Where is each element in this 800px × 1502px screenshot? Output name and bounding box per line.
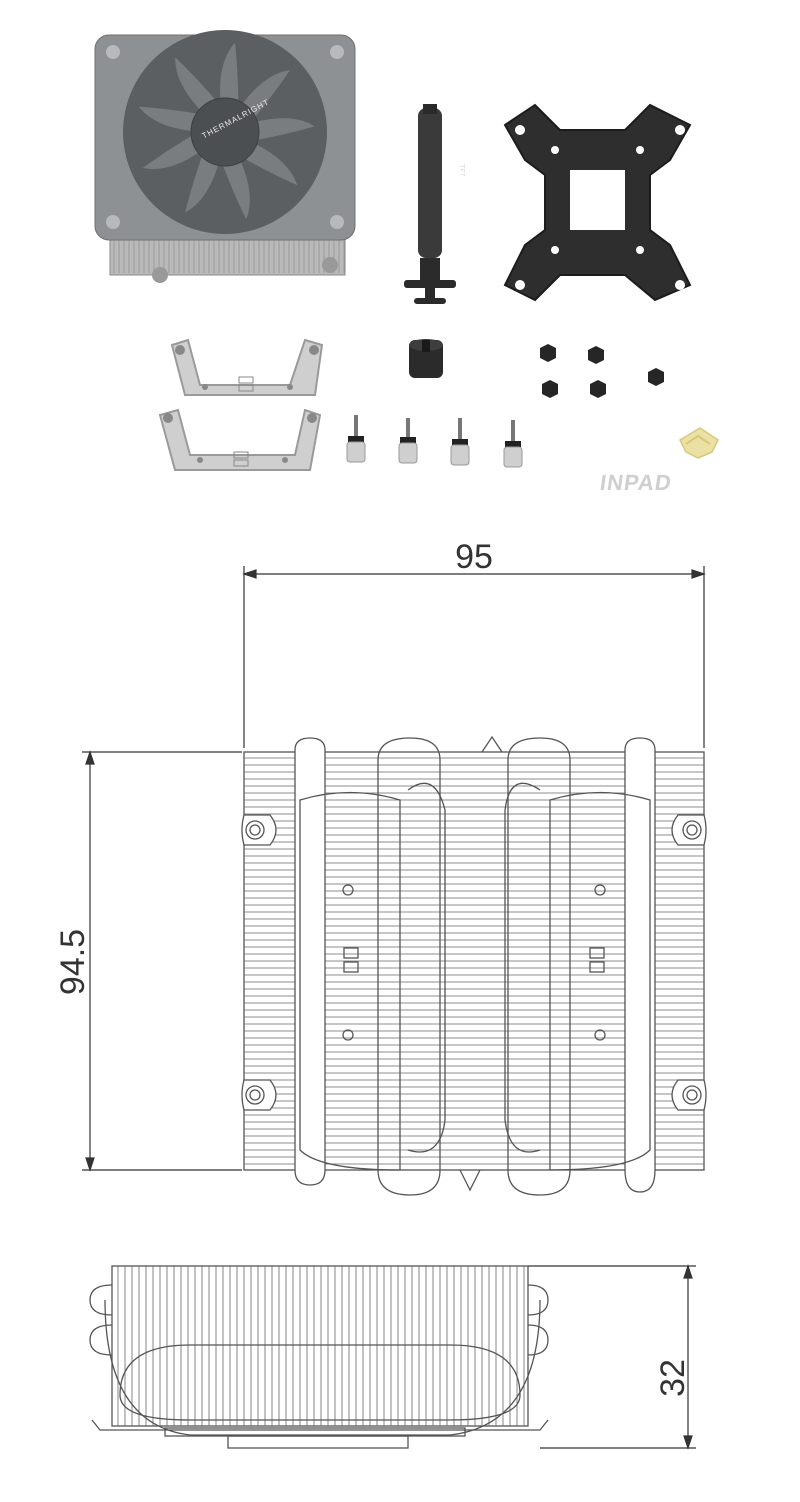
product-photo-section: THERMALRIGHT TF7 [94, 30, 719, 495]
watermark-text: INPAD [598, 470, 673, 495]
width-dimension-label: 95 [455, 538, 493, 576]
mounting-bar-bottom-icon [158, 408, 322, 471]
cooler-with-fan-icon: THERMALRIGHT [94, 30, 356, 283]
paste-label: TF7 [458, 164, 465, 177]
depth-dimension-label: 94.5 [54, 929, 92, 995]
depth-dimension [82, 750, 242, 1172]
width-dimension [242, 566, 706, 748]
side-view-drawing: 32 [89, 1264, 696, 1450]
standoff-icon [409, 339, 443, 378]
nuts-icon [540, 344, 664, 398]
inpad-watermark-logo: INPAD [598, 427, 719, 495]
height-dimension-label: 32 [654, 1359, 692, 1397]
backplate-icon [503, 103, 692, 302]
mounting-bar-top-icon [170, 338, 324, 396]
screws-icon [346, 415, 523, 468]
thermal-paste-syringe-icon: TF7 [404, 104, 465, 304]
top-view-drawing: 95 94.5 [54, 538, 707, 1196]
height-dimension [528, 1264, 696, 1450]
